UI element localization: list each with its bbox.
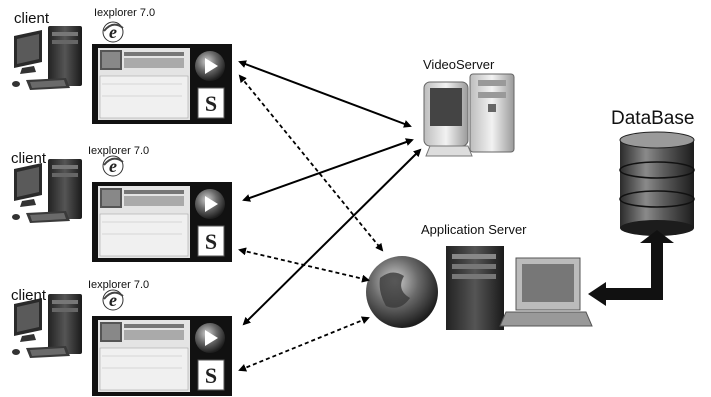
database-link-arrow: [588, 230, 674, 306]
desktop-computer-icon: [12, 26, 82, 90]
connection-client1-video: [238, 60, 412, 128]
browser-window-icon: [91, 181, 233, 263]
client-1: [12, 21, 233, 125]
video-server-label: VideoServer: [423, 57, 495, 72]
client-2: [12, 155, 233, 263]
client-label-2: client: [11, 150, 47, 167]
connection-lines: [238, 60, 422, 372]
globe-server-icon: [366, 246, 593, 330]
ie-icon: [102, 21, 124, 43]
desktop-computer-icon: [12, 159, 82, 223]
browser-label-3: Iexplorer 7.0: [88, 279, 150, 291]
browser-window-icon: [91, 43, 233, 125]
client-label-1: client: [14, 10, 50, 27]
browser-label-1: Iexplorer 7.0: [94, 7, 156, 19]
connection-client3-app: [238, 316, 370, 372]
mac-server-icon: [423, 73, 515, 157]
connection-client2-video: [242, 138, 414, 202]
browser-label-2: Iexplorer 7.0: [88, 145, 150, 157]
client-3: [12, 289, 233, 397]
connection-client1-app: [238, 74, 384, 252]
ie-icon: [102, 155, 124, 177]
application-server-label: Application Server: [421, 222, 527, 237]
browser-window-icon: [91, 315, 233, 397]
connection-client3-video: [242, 148, 422, 326]
database-cylinder-icon: [619, 131, 695, 236]
database-label: DataBase: [611, 108, 695, 129]
ie-icon: [102, 289, 124, 311]
client-label-3: client: [11, 287, 47, 304]
